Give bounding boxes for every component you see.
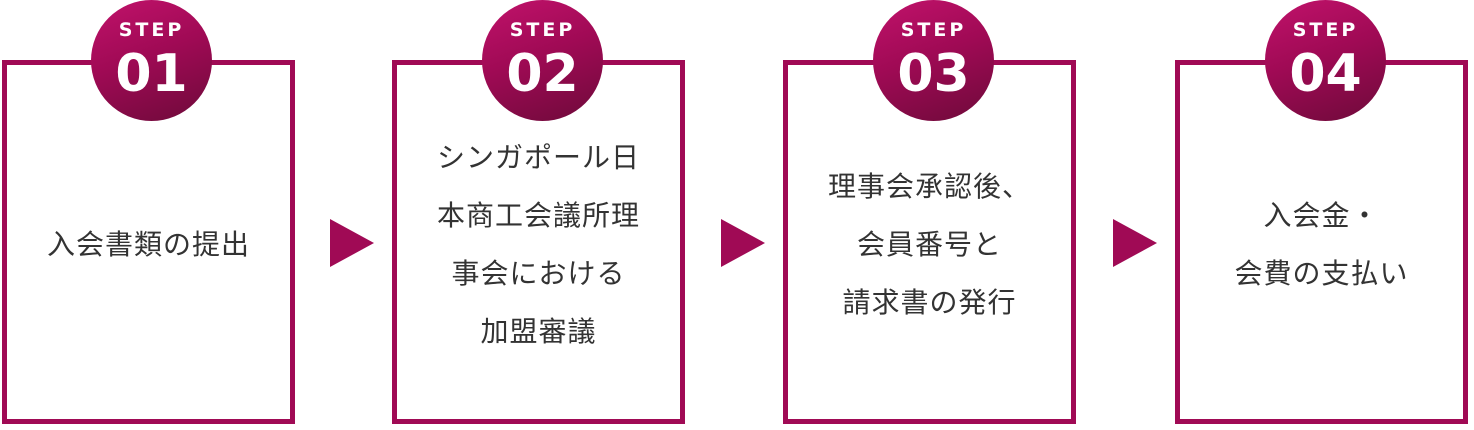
step-01-label: STEP <box>118 19 185 41</box>
step-02-label: STEP <box>509 19 576 41</box>
step-04-label: STEP <box>1292 19 1359 41</box>
arrow-right-icon <box>1113 219 1157 267</box>
arrow-right-icon <box>721 219 765 267</box>
step-03-line-1: 理事会承認後、 <box>827 170 1031 203</box>
step-01-line-1: 入会書類の提出 <box>46 228 250 261</box>
step-03-line-3: 請求書の発行 <box>842 286 1017 319</box>
step-02-line-1: シンガポール日 <box>436 141 640 174</box>
step-03-line-2: 会員番号と <box>856 228 1002 261</box>
step-03-label: STEP <box>900 19 967 41</box>
step-02-text: シンガポール日 本商工会議所理 事会における 加盟審議 <box>397 65 680 419</box>
step-04-line-2: 会費の支払い <box>1234 257 1409 290</box>
step-01-number: 01 <box>115 44 188 104</box>
step-01-badge: STEP 01 <box>91 0 212 121</box>
step-02-line-4: 加盟審議 <box>480 315 597 348</box>
step-02-number: 02 <box>506 44 579 104</box>
arrow-right-icon <box>330 219 374 267</box>
step-02-line-3: 事会における <box>451 257 626 290</box>
step-02-line-2: 本商工会議所理 <box>436 199 640 232</box>
step-02-badge: STEP 02 <box>482 0 603 121</box>
step-01-text: 入会書類の提出 <box>7 65 290 419</box>
step-03-badge: STEP 03 <box>873 0 994 121</box>
step-04-number: 04 <box>1289 44 1362 104</box>
step-04-line-1: 入会金・ <box>1263 199 1380 232</box>
step-03-number: 03 <box>897 44 970 104</box>
step-04-text: 入会金・ 会費の支払い <box>1180 65 1463 419</box>
step-04-badge: STEP 04 <box>1265 0 1386 121</box>
step-03-text: 理事会承認後、 会員番号と 請求書の発行 <box>788 65 1071 419</box>
